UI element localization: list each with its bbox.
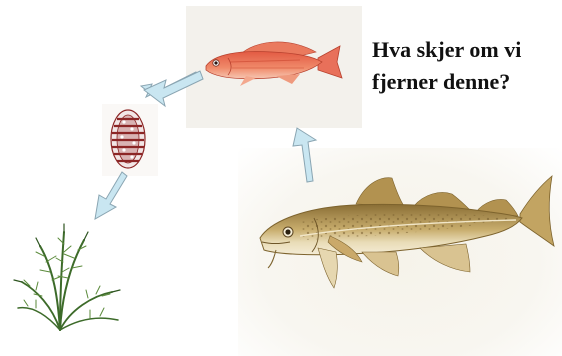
cod-fish-icon xyxy=(260,176,554,288)
wrasse-fish-icon xyxy=(206,42,342,86)
arrow-urchin-to-kelp-icon xyxy=(95,172,127,219)
arrow-wrasse-to-urchin-icon xyxy=(141,70,203,106)
kelp-seaweed-icon xyxy=(14,224,120,330)
sea-urchin-icon xyxy=(111,110,145,168)
arrow-cod-to-wrasse-icon xyxy=(293,128,316,182)
